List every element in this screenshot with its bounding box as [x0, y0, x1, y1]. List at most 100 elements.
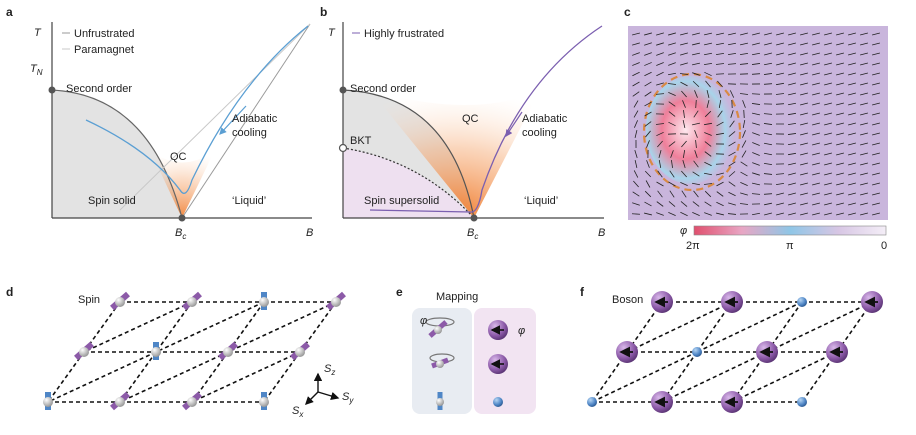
spin-vector: [800, 72, 808, 76]
spin-vector: [632, 62, 640, 66]
spin-vector: [646, 140, 650, 148]
spin-vector: [704, 212, 712, 216]
spin-vector: [824, 212, 832, 216]
spin-vector: [824, 122, 832, 126]
x-axis-label-a: B: [306, 227, 313, 239]
label-liquid-a: ‘Liquid’: [232, 195, 266, 207]
spin-vector: [632, 202, 640, 206]
spin-vector: [848, 132, 856, 136]
spin-vector: [848, 52, 856, 56]
spin-vector: [763, 152, 773, 156]
spin-site: [187, 397, 197, 407]
spin-vector: [764, 212, 772, 216]
critical-point-a: [48, 86, 56, 94]
spin-vector: [763, 193, 773, 195]
spin-vector: [634, 120, 638, 128]
lattice-bond: [626, 301, 733, 353]
spin-vector: [812, 152, 820, 156]
spin-vector: [812, 92, 820, 96]
spin-vector: [872, 192, 880, 196]
spin-vector: [692, 42, 700, 46]
spin-vector: [751, 193, 761, 195]
boson-small: [797, 397, 807, 407]
spin-vector: [872, 212, 880, 216]
spin-vector: [836, 182, 844, 186]
label-liquid-b: ‘Liquid’: [524, 195, 558, 207]
spin-vector: [752, 172, 760, 176]
sz-sub: z: [330, 368, 335, 377]
spin-vector: [752, 42, 760, 46]
spin-vector: [836, 102, 844, 106]
spin-vector: [860, 122, 868, 126]
spin-vector: [848, 122, 856, 126]
spin-vector: [836, 172, 844, 176]
spin-vector: [705, 80, 711, 88]
spin-arrow-field-core: [633, 71, 747, 187]
sx-main: S: [292, 405, 300, 417]
sy-main: S: [342, 391, 350, 403]
spin-vector: [633, 170, 639, 178]
label-second-order-b: Second order: [350, 83, 416, 95]
spin-vector: [763, 123, 773, 125]
spin-vector: [800, 162, 808, 166]
lattice-bond: [227, 301, 337, 353]
spin-site: [259, 297, 269, 307]
spin-vector: [787, 112, 797, 116]
spin-vector: [632, 191, 640, 197]
lattice-bond: [661, 351, 768, 403]
spin-vector: [787, 102, 797, 106]
critical-point-b: [339, 86, 347, 94]
spin-vector: [668, 211, 676, 217]
spin-vector: [695, 99, 697, 109]
spin-vector: [739, 93, 749, 95]
spin-vector: [667, 72, 677, 76]
mapping-phi-spin: φ: [420, 315, 427, 327]
spin-vector: [681, 170, 687, 178]
spin-vector: [751, 73, 761, 75]
spin-vector: [776, 52, 784, 56]
spin-vector: [680, 62, 688, 66]
spin-vector: [800, 132, 808, 136]
spin-vector: [848, 152, 856, 156]
spin-vector: [716, 191, 724, 197]
spin-vector: [668, 62, 676, 66]
spin-vector: [704, 32, 712, 36]
spin-vector: [682, 160, 686, 168]
spin-vector: [716, 172, 724, 176]
spin-vector: [716, 212, 724, 216]
spin-site-1: [434, 326, 442, 334]
spin-vector: [812, 102, 820, 106]
spin-vector: [812, 162, 820, 166]
label-cooling-a: cooling: [232, 127, 267, 139]
spin-vector: [656, 42, 664, 46]
spin-vector: [728, 32, 736, 36]
spin-vector: [655, 93, 665, 95]
qc-region-b: [370, 90, 540, 218]
spin-vector: [644, 62, 652, 66]
spin-vector: [729, 90, 735, 98]
spin-arrow-field: [631, 32, 880, 217]
spin-vector: [848, 82, 856, 86]
spin-vector: [645, 180, 651, 188]
spin-vector: [644, 91, 652, 97]
spin-vector: [860, 72, 868, 76]
spin-vector: [860, 132, 868, 136]
panel-b: b T B Bc Highly frustrated Second order …: [320, 5, 605, 241]
label-spin-supersolid: Spin supersolid: [364, 195, 439, 207]
spin-vector: [836, 62, 844, 66]
spin-vector: [634, 150, 638, 158]
spin-vector: [860, 102, 868, 106]
spin-vector: [860, 162, 868, 166]
colorbar-symbol: φ: [680, 225, 687, 237]
spin-vector: [718, 99, 722, 109]
axis-sz-label: Sz: [324, 363, 335, 377]
spin-vector: [741, 140, 747, 148]
spin-vector: [668, 181, 676, 187]
label-qc-a: QC: [170, 151, 187, 163]
spin-vector: [836, 202, 844, 206]
spin-vector: [682, 120, 686, 128]
spin-vector: [646, 160, 650, 168]
lattice-bond: [191, 351, 301, 403]
